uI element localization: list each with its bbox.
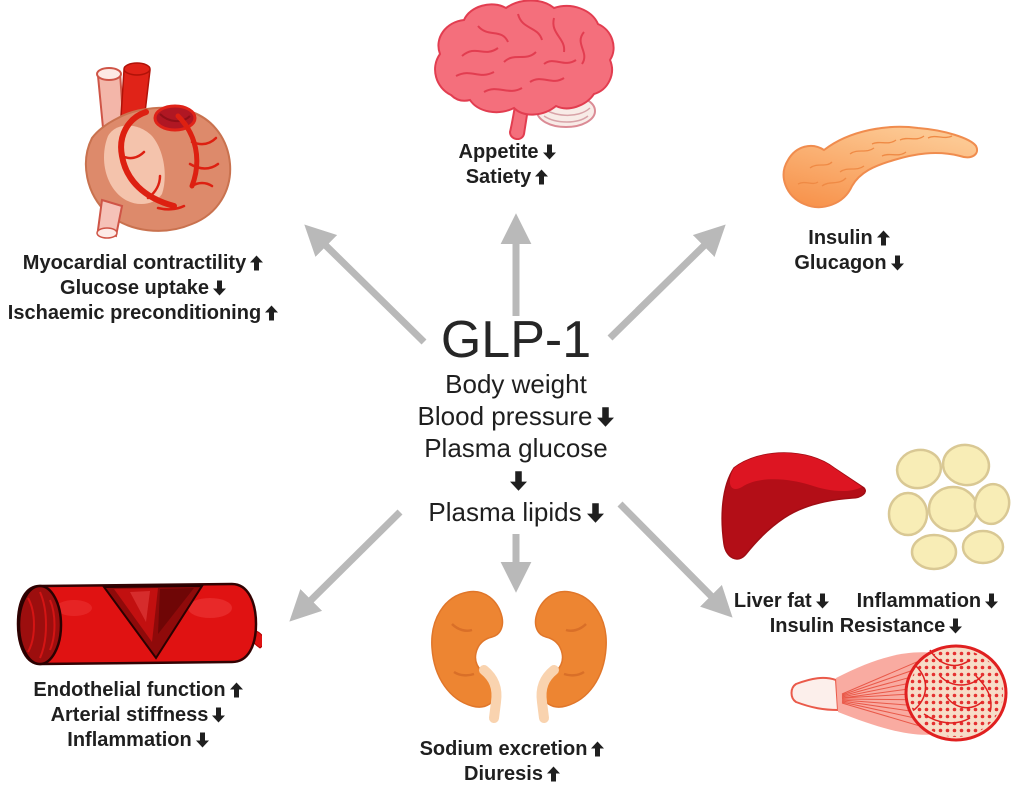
down-arrow-icon xyxy=(586,503,604,523)
glp1-title: GLP-1 xyxy=(440,311,592,369)
label-text: Arterial stiffness xyxy=(50,704,209,726)
label-text: Body weight xyxy=(445,369,587,399)
heart-icon xyxy=(85,62,232,239)
label-line: Endothelial function xyxy=(0,678,276,703)
label-line: Plasma lipids xyxy=(363,496,669,528)
label-segment: Diuresis xyxy=(464,763,560,785)
label-segment: Arterial stiffness xyxy=(51,704,226,726)
label-line: Blood pressure xyxy=(363,400,669,432)
label-text: Ischaemic preconditioning xyxy=(7,302,262,324)
label-segment: Insulin xyxy=(808,227,890,249)
label-line: Liver fat Inflammation xyxy=(710,589,1014,614)
label-segment: Body weight xyxy=(445,369,587,399)
label-segment: Inflammation xyxy=(67,729,209,751)
fat-cells-icon xyxy=(887,443,1011,571)
label-line: Insulin xyxy=(745,226,953,251)
label-line: Satiety xyxy=(382,165,632,190)
label-segment: Appetite xyxy=(459,141,556,163)
down-arrow-icon xyxy=(890,255,904,271)
label-text: Plasma glucose xyxy=(424,433,608,463)
label-text: Inflammation xyxy=(67,729,192,751)
label-segment xyxy=(505,465,527,495)
label-segment: Satiety xyxy=(466,166,549,188)
muscle-icon xyxy=(790,644,1008,742)
up-arrow-icon xyxy=(535,169,549,185)
label-line: Arterial stiffness xyxy=(0,703,276,728)
label-text: Plasma lipids xyxy=(428,497,582,527)
label-segment: Insulin Resistance xyxy=(770,615,963,637)
label-segment: Inflammation xyxy=(856,590,999,612)
up-arrow-icon xyxy=(876,230,890,246)
up-arrow-icon xyxy=(591,741,605,757)
down-arrow-icon xyxy=(597,407,615,427)
label-segment: Myocardial contractility xyxy=(22,252,264,274)
label-line: Ischaemic preconditioning xyxy=(0,301,286,326)
label-line: Appetite xyxy=(382,140,632,165)
down-arrow-icon xyxy=(212,280,226,296)
arrow-to-pancreas xyxy=(607,224,726,341)
up-arrow-icon xyxy=(229,682,243,698)
label-line: Diuresis xyxy=(359,762,665,787)
down-arrow-icon xyxy=(949,618,963,634)
kidneys-icon xyxy=(431,584,614,723)
label-text: Appetite xyxy=(458,141,539,163)
label-text: Liver fat xyxy=(733,590,812,612)
label-line: Body weight xyxy=(363,368,669,400)
label-segment: Endothelial function xyxy=(33,679,243,701)
label-line: Inflammation xyxy=(0,728,276,753)
blood-vessel-icon xyxy=(16,582,262,666)
arrow-to-vessel xyxy=(289,509,403,622)
label-segment: Plasma glucose xyxy=(424,433,608,463)
label-line: Glucose uptake xyxy=(0,276,286,301)
arrow-to-liver-muscle xyxy=(617,501,733,618)
up-arrow-icon xyxy=(250,255,264,271)
label-text: Insulin xyxy=(808,227,873,249)
label-segment: Sodium excretion xyxy=(420,738,605,760)
label-text: Glucose uptake xyxy=(60,277,209,299)
label-text: Insulin Resistance xyxy=(769,615,946,637)
label-text: Satiety xyxy=(465,166,532,188)
liver-icon xyxy=(721,452,866,560)
label-text: Endothelial function xyxy=(33,679,226,701)
brain-icon xyxy=(434,0,615,140)
arrow-to-heart xyxy=(304,224,427,345)
label-text: Sodium excretion xyxy=(419,738,588,760)
down-arrow-icon xyxy=(510,471,527,491)
down-arrow-icon xyxy=(985,593,999,609)
pancreas-icon xyxy=(782,125,978,209)
label-segment: Glucagon xyxy=(794,252,904,274)
up-arrow-icon xyxy=(265,305,279,321)
label-text: Diuresis xyxy=(464,763,543,785)
down-arrow-icon xyxy=(212,707,226,723)
label-segment: Ischaemic preconditioning xyxy=(7,302,279,324)
label-segment: Blood pressure xyxy=(418,401,615,431)
label-text: Glucagon xyxy=(794,252,887,274)
label-line: Insulin Resistance xyxy=(710,614,1014,639)
down-arrow-icon xyxy=(815,593,829,609)
label-text: Myocardial contractility xyxy=(22,252,247,274)
label-text: Inflammation xyxy=(856,590,982,612)
label-segment: Plasma lipids xyxy=(428,497,604,527)
label-line: Myocardial contractility xyxy=(0,251,286,276)
down-arrow-icon xyxy=(542,144,556,160)
label-segment: Glucose uptake xyxy=(60,277,226,299)
label-text: Blood pressure xyxy=(417,401,593,431)
label-line: Sodium excretion xyxy=(359,737,665,762)
label-segment: Liver fat xyxy=(734,590,829,612)
up-arrow-icon xyxy=(546,766,560,782)
down-arrow-icon xyxy=(195,732,209,748)
label-line: Plasma glucose xyxy=(363,432,669,464)
label-line: Glucagon xyxy=(745,251,953,276)
label-line xyxy=(363,464,669,496)
